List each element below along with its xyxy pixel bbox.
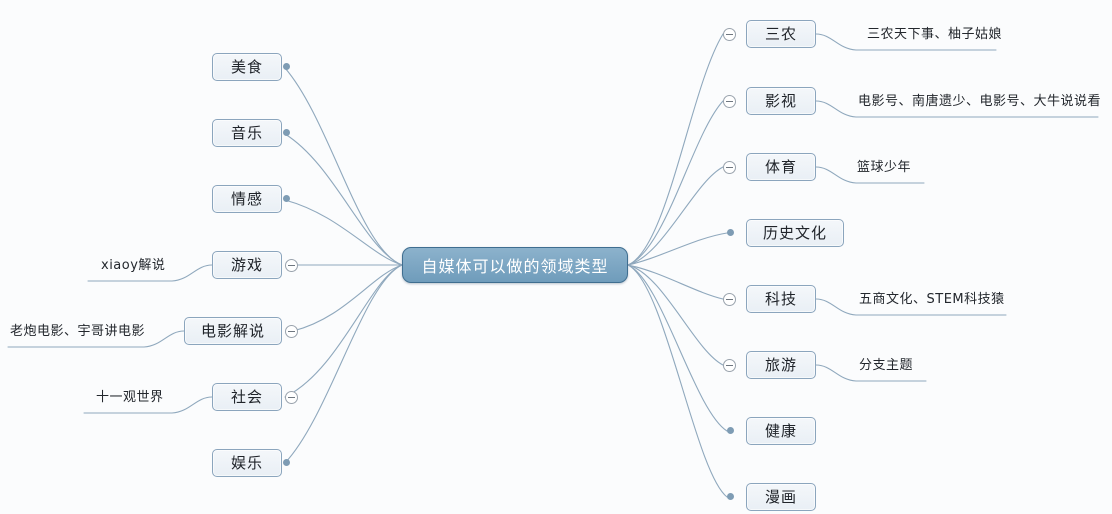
sublabel-yingshi: 电影号、南唐遗少、电影号、大牛说说看 xyxy=(858,94,1102,109)
root-node[interactable]: 自媒体可以做的领域类型 xyxy=(402,247,628,283)
sublabel-shehui: 十一观世界 xyxy=(96,390,164,405)
node-youxi[interactable]: 游戏 xyxy=(212,251,282,279)
endpoint-dot-yinyue xyxy=(283,129,290,136)
node-sannong[interactable]: 三农 xyxy=(746,20,816,48)
node-yule[interactable]: 娱乐 xyxy=(212,449,282,477)
node-qinggan[interactable]: 情感 xyxy=(212,185,282,213)
node-label: 游戏 xyxy=(230,255,263,274)
node-label: 体育 xyxy=(764,157,797,176)
connector-right-5 xyxy=(627,264,724,366)
connector-right-7 xyxy=(627,264,728,498)
connector-right-4 xyxy=(627,264,724,300)
node-keji[interactable]: 科技 xyxy=(746,285,816,313)
connector-right-1 xyxy=(627,100,724,266)
node-label: 社会 xyxy=(230,387,263,406)
collapse-toggle-dianyingjieshuo[interactable] xyxy=(285,325,298,338)
connector-right-3 xyxy=(627,232,728,266)
collapse-toggle-keji[interactable] xyxy=(723,293,736,306)
node-label: 科技 xyxy=(764,289,797,308)
connector-right-2 xyxy=(627,166,724,266)
connector-left-2 xyxy=(284,199,403,266)
sublabel-lvyou: 分支主题 xyxy=(859,358,914,373)
connector-right-0 xyxy=(627,33,724,266)
node-manhua[interactable]: 漫画 xyxy=(746,483,816,511)
root-node-label: 自媒体可以做的领域类型 xyxy=(421,257,609,276)
node-meishi[interactable]: 美食 xyxy=(212,53,282,81)
node-yinyue[interactable]: 音乐 xyxy=(212,119,282,147)
sublabel-sannong: 三农天下事、柚子姑娘 xyxy=(867,27,1003,42)
endpoint-dot-manhua xyxy=(727,493,734,500)
node-label: 电影解说 xyxy=(200,321,265,340)
endpoint-dot-qinggan xyxy=(283,195,290,202)
endpoint-dot-jiankang xyxy=(727,427,734,434)
node-jiankang[interactable]: 健康 xyxy=(746,417,816,445)
node-label: 美食 xyxy=(230,57,263,76)
node-shehui[interactable]: 社会 xyxy=(212,383,282,411)
node-label: 娱乐 xyxy=(230,453,263,472)
node-label: 音乐 xyxy=(230,123,263,142)
collapse-toggle-tiyu[interactable] xyxy=(723,161,736,174)
endpoint-dot-meishi xyxy=(283,63,290,70)
node-label: 历史文化 xyxy=(762,223,827,242)
node-label: 影视 xyxy=(764,91,797,110)
connector-left-1 xyxy=(284,133,403,266)
collapse-toggle-sannong[interactable] xyxy=(723,28,736,41)
sublabel-tiyu: 篮球少年 xyxy=(857,160,912,175)
endpoint-dot-yule xyxy=(283,459,290,466)
node-label: 健康 xyxy=(764,421,797,440)
sublabel-keji: 五商文化、STEM科技猿 xyxy=(859,292,1005,307)
sublabel-dianyingjieshuo: 老炮电影、宇哥讲电影 xyxy=(10,324,146,339)
connector-left-4 xyxy=(292,264,403,332)
node-label: 漫画 xyxy=(764,487,797,506)
collapse-toggle-lvyou[interactable] xyxy=(723,359,736,372)
node-tiyu[interactable]: 体育 xyxy=(746,153,816,181)
endpoint-dot-lishiwenhua xyxy=(727,229,734,236)
sublabel-youxi: xiaoy解说 xyxy=(101,258,166,273)
connector-left-0 xyxy=(284,67,403,266)
connector-left-6 xyxy=(284,264,403,464)
node-label: 三农 xyxy=(764,24,797,43)
connector-right-6 xyxy=(627,264,728,432)
connector-left-5 xyxy=(284,264,403,398)
node-yingshi[interactable]: 影视 xyxy=(746,87,816,115)
node-lishiwenhua[interactable]: 历史文化 xyxy=(746,219,844,247)
node-label: 旅游 xyxy=(764,355,797,374)
collapse-toggle-youxi[interactable] xyxy=(285,259,298,272)
node-label: 情感 xyxy=(230,189,263,208)
node-dianyingjieshuo[interactable]: 电影解说 xyxy=(184,317,282,345)
collapse-toggle-yingshi[interactable] xyxy=(723,95,736,108)
node-lvyou[interactable]: 旅游 xyxy=(746,351,816,379)
collapse-toggle-shehui[interactable] xyxy=(285,391,298,404)
